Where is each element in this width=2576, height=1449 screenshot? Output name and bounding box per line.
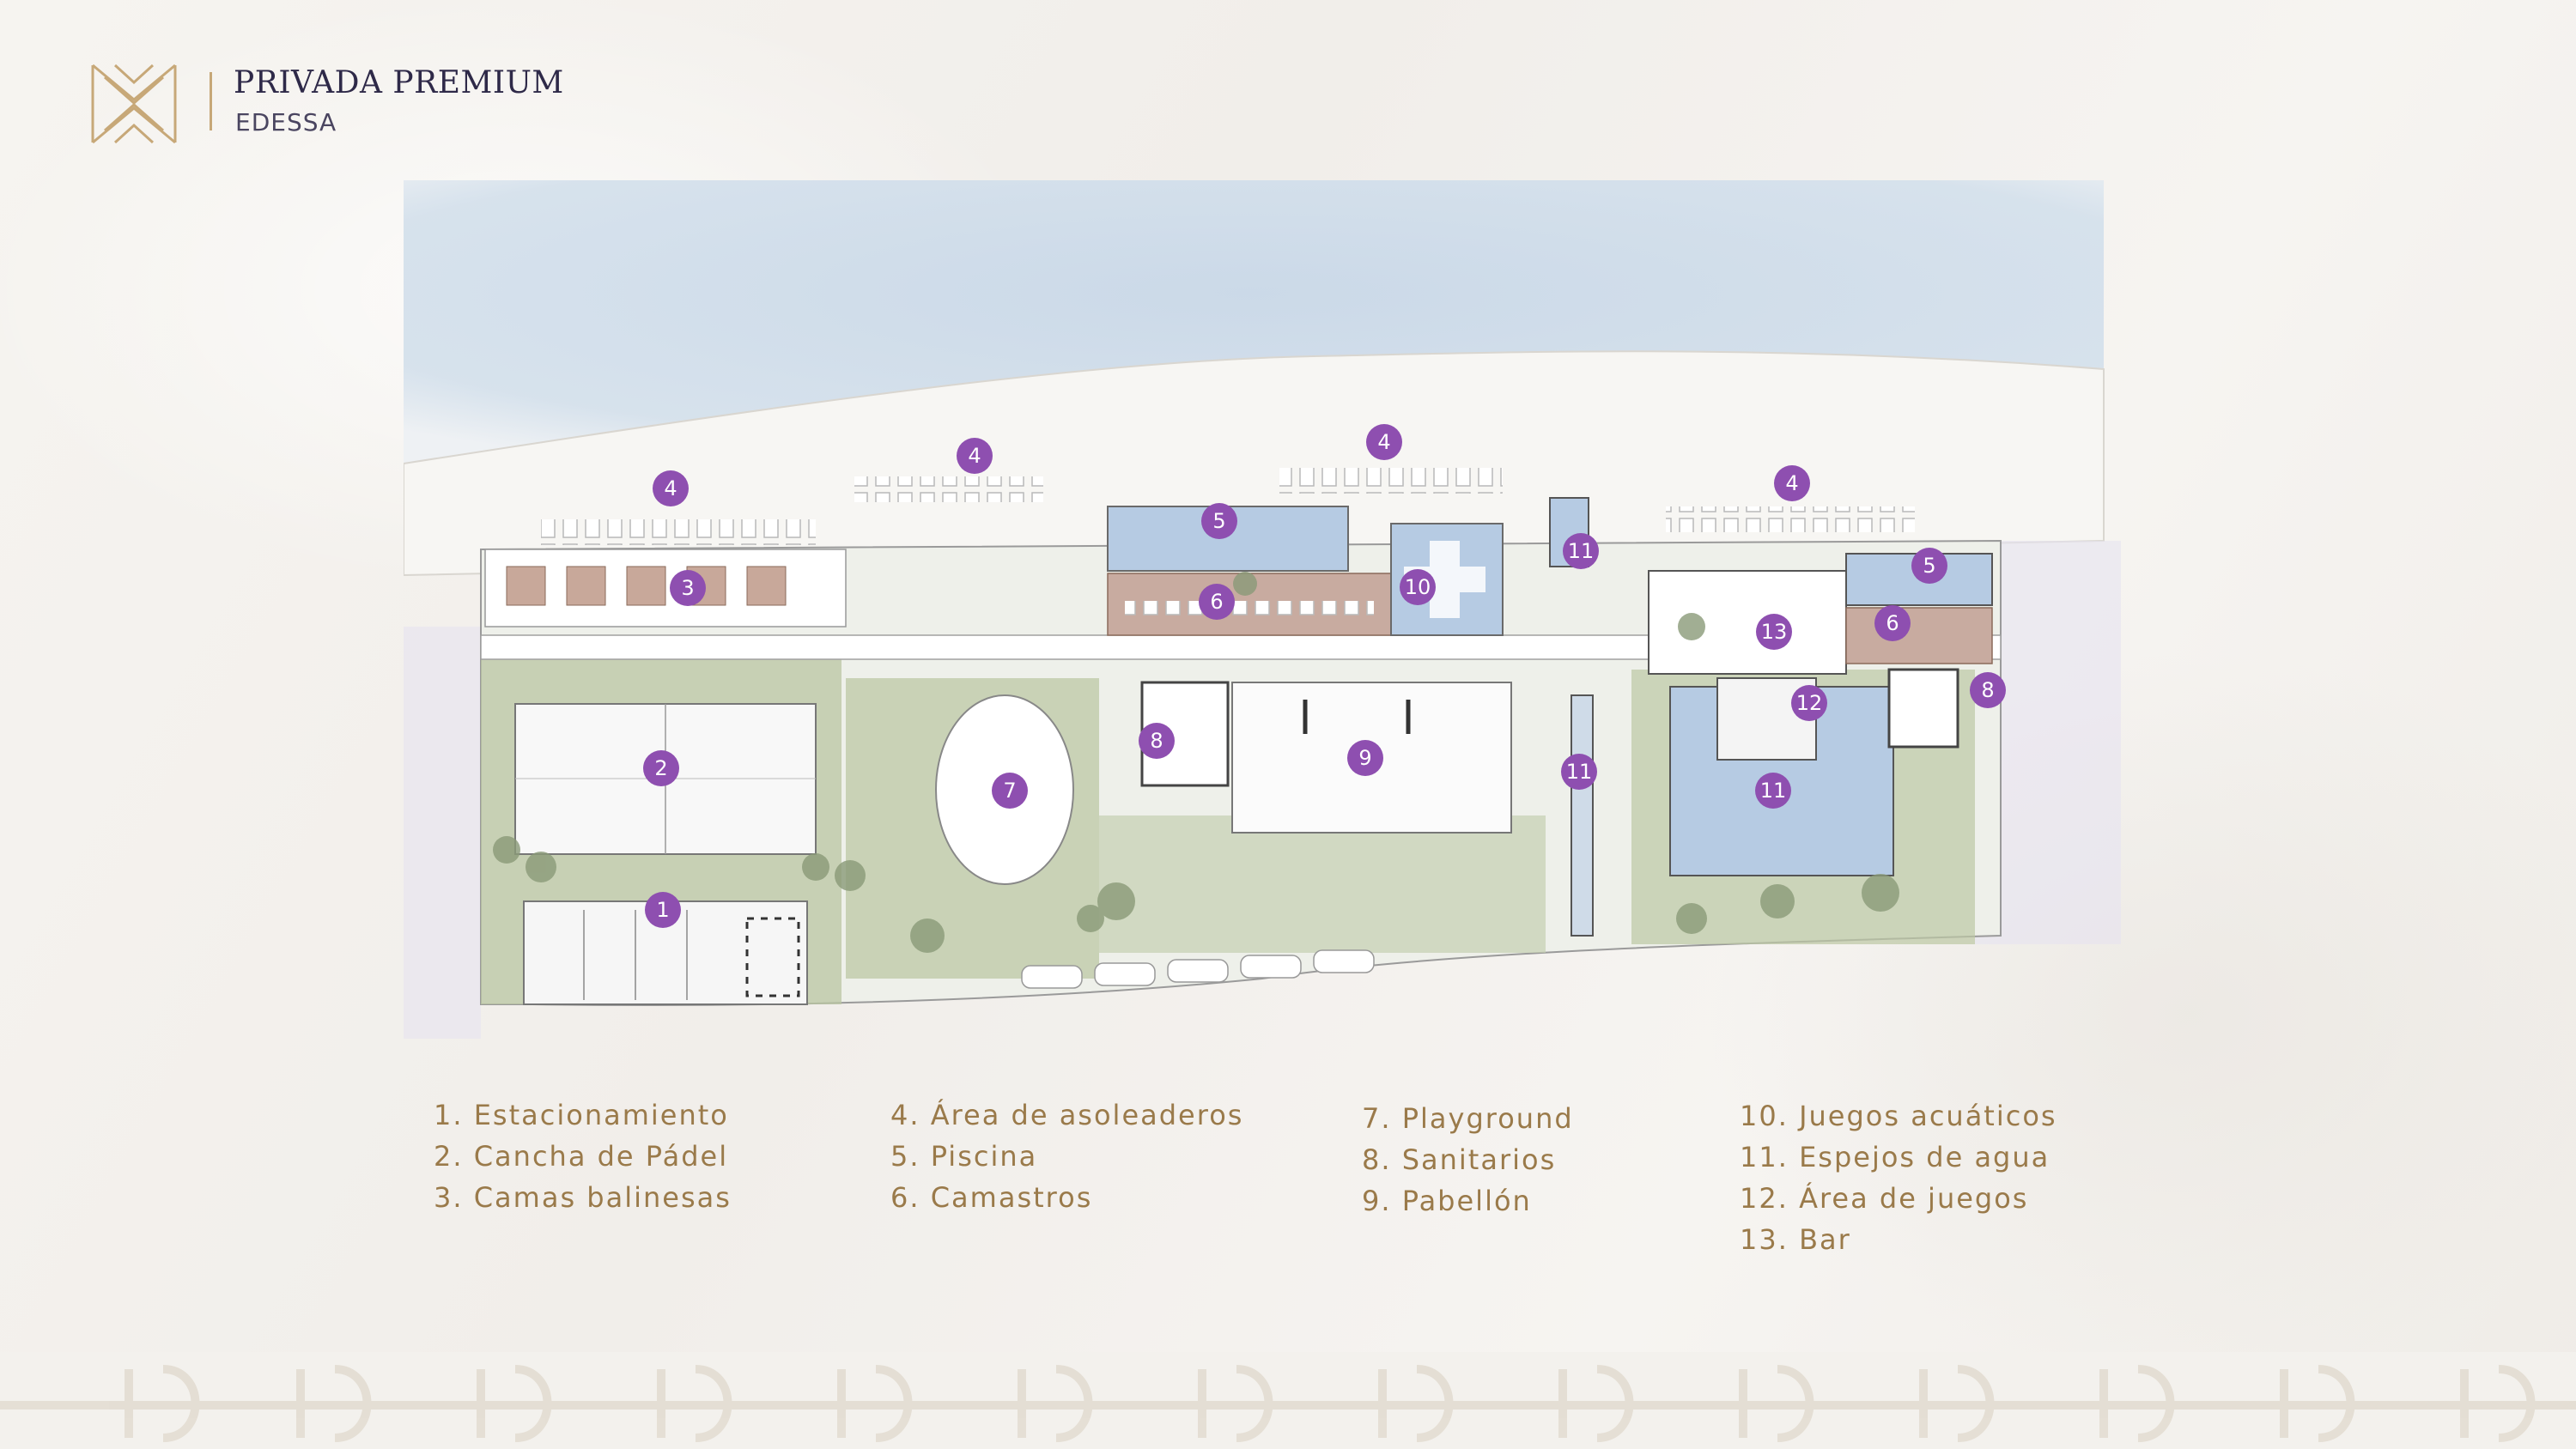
- marker-4b[interactable]: 4: [957, 438, 993, 474]
- marker-1-label: 1: [656, 898, 669, 922]
- legend-item: 10. Juegos acuáticos: [1740, 1100, 2057, 1132]
- marker-11c-label: 11: [1760, 779, 1787, 803]
- marker-4d[interactable]: 4: [1774, 465, 1810, 501]
- marker-8b[interactable]: 8: [1970, 672, 2006, 708]
- marker-12[interactable]: 12: [1791, 685, 1827, 721]
- marker-3[interactable]: 3: [670, 570, 706, 606]
- site-plan: 1 2 3 4 4 4 4 5 5 6 6 7 8 8 9 10 11 11 1…: [404, 180, 2121, 1039]
- marker-6a-label: 6: [1210, 590, 1223, 614]
- legend-item: 11. Espejos de agua: [1740, 1141, 2050, 1173]
- marker-8b-label: 8: [1981, 678, 1994, 702]
- marker-5b-label: 5: [1923, 554, 1935, 578]
- marker-6b[interactable]: 6: [1874, 605, 1911, 641]
- marker-3-label: 3: [681, 576, 694, 600]
- legend-item: 1. Estacionamiento: [434, 1099, 729, 1131]
- marker-9[interactable]: 9: [1347, 740, 1383, 776]
- marker-8a-label: 8: [1150, 729, 1163, 753]
- kids-loungers: [1845, 607, 1993, 664]
- legend-item: 7. Playground: [1362, 1102, 1574, 1135]
- marker-6b-label: 6: [1886, 611, 1899, 635]
- legend-item: 5. Piscina: [890, 1140, 1038, 1173]
- legend-item: 6. Camastros: [890, 1181, 1093, 1214]
- marker-2[interactable]: 2: [643, 750, 679, 786]
- brand-title: PRIVADA PREMIUM: [234, 65, 564, 100]
- sea-water: [404, 180, 2104, 464]
- loungers-center-left: [854, 476, 1043, 502]
- marker-11b-label: 11: [1566, 760, 1593, 784]
- marker-2-label: 2: [654, 756, 667, 780]
- road-cars: [1021, 949, 1375, 989]
- marker-4a-label: 4: [664, 476, 677, 500]
- legend-item: 9. Pabellón: [1362, 1185, 1532, 1217]
- marker-11a[interactable]: 11: [1563, 533, 1599, 569]
- legend-item: 8. Sanitarios: [1362, 1143, 1557, 1176]
- marker-9-label: 9: [1358, 746, 1371, 770]
- marker-12-label: 12: [1796, 691, 1823, 715]
- legend-column-3: 7. Playground 8. Sanitarios 9. Pabellón: [1362, 1098, 1574, 1222]
- left-margin-shade: [404, 627, 481, 1039]
- legend-column-4: 10. Juegos acuáticos 11. Espejos de agua…: [1740, 1095, 2057, 1260]
- loungers-center: [1279, 468, 1503, 494]
- header-divider: [210, 72, 212, 130]
- marker-5a-label: 5: [1212, 509, 1225, 533]
- marker-4c-label: 4: [1377, 430, 1390, 454]
- marker-11b[interactable]: 11: [1561, 754, 1597, 790]
- loungers-right: [1666, 506, 1915, 532]
- legend-column-2: 4. Área de asoleaderos 5. Piscina 6. Cam…: [890, 1094, 1243, 1218]
- marker-1[interactable]: 1: [645, 892, 681, 928]
- legend-item: 4. Área de asoleaderos: [890, 1099, 1244, 1131]
- marker-10[interactable]: 10: [1400, 569, 1436, 605]
- legend-item: 2. Cancha de Pádel: [434, 1140, 729, 1173]
- restrooms-right: [1887, 668, 1959, 749]
- marker-8a[interactable]: 8: [1139, 723, 1175, 759]
- marker-4a[interactable]: 4: [653, 470, 689, 506]
- brand-subtitle: EDESSA: [235, 108, 337, 136]
- marker-13[interactable]: 13: [1756, 614, 1792, 650]
- decorative-border-band: [0, 1352, 2576, 1449]
- loungers-left: [541, 519, 816, 545]
- legend-item: 12. Área de juegos: [1740, 1182, 2029, 1215]
- legend-item: 3. Camas balinesas: [434, 1181, 732, 1214]
- marker-11a-label: 11: [1568, 539, 1595, 563]
- marker-5a[interactable]: 5: [1201, 503, 1237, 539]
- edessa-logo-icon: [91, 64, 177, 144]
- marker-13-label: 13: [1761, 620, 1788, 644]
- bar-area: [1648, 570, 1847, 675]
- marker-7-label: 7: [1003, 779, 1016, 803]
- green-mid: [1099, 815, 1546, 953]
- trees: [493, 572, 1899, 953]
- marker-11c[interactable]: 11: [1755, 773, 1791, 809]
- water-mirror-mid: [1571, 694, 1594, 937]
- marker-7[interactable]: 7: [992, 773, 1028, 809]
- marker-4d-label: 4: [1785, 471, 1798, 495]
- legend-item: 13. Bar: [1740, 1223, 1851, 1256]
- marker-10-label: 10: [1405, 575, 1431, 599]
- marker-6a[interactable]: 6: [1199, 584, 1235, 620]
- marker-4c[interactable]: 4: [1366, 424, 1402, 460]
- marker-4b-label: 4: [968, 444, 981, 468]
- legend-column-1: 1. Estacionamiento 2. Cancha de Pádel 3.…: [434, 1094, 732, 1218]
- marker-5b[interactable]: 5: [1911, 548, 1947, 584]
